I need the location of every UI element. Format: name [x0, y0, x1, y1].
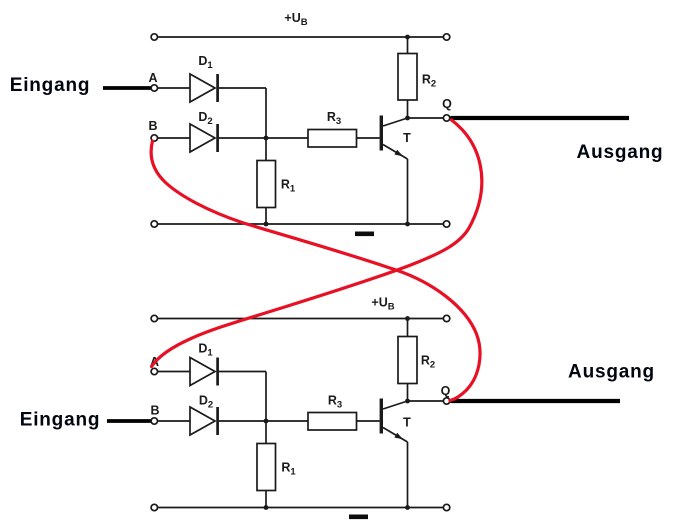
gate2-emitter-line: [382, 426, 408, 443]
gate1-ground-node-dot-emitter: [405, 221, 410, 227]
gate2-input-b-label: B: [150, 404, 159, 418]
gate2-transistor-base-bar: [379, 398, 383, 434]
gate1-transistor-label: T: [403, 131, 411, 145]
gate1-ground-rail-left-terminal: [150, 219, 159, 229]
gate2-resistor-r1: [256, 442, 277, 492]
gate1-diode-d2-triangle: [189, 122, 217, 154]
gate1-emitter-line: [382, 143, 408, 160]
gate1-ground-bar-icon: [355, 231, 374, 237]
gate1-input-a-terminal: [150, 83, 159, 93]
gate1-collector-line: [382, 117, 408, 127]
gate2-supply-rail-right-terminal: [442, 314, 451, 323]
gate2-ground-bar-icon: [349, 514, 368, 520]
gate2-supply-label: +UB: [371, 296, 394, 313]
gate2-transistor-label: T: [403, 416, 411, 430]
gate2-diode-d1-triangle: [189, 356, 217, 387]
gate2-input-a-terminal: [150, 367, 159, 376]
gate2-ground-node-dot-emitter: [405, 505, 410, 510]
gate2-ausgang-label: Ausgang: [568, 362, 655, 383]
gate1-d1-label: D1: [198, 54, 213, 71]
gate2-r2-label: R2: [421, 354, 435, 371]
gate2-collector-line: [382, 400, 408, 410]
gate1-output-q-label: Q: [442, 97, 452, 111]
feedback-wire-q1-to-a2: [149, 118, 484, 369]
gate2-ground-rail-left-terminal: [150, 503, 159, 512]
gate2-ground-rail-right-terminal: [442, 503, 451, 512]
gate2-d1-label: D1: [198, 342, 213, 359]
gate2-input-b-terminal: [150, 416, 159, 426]
gate1-transistor-base-bar: [379, 115, 383, 151]
gate2-r1-label: R1: [281, 461, 296, 478]
gate2-resistor-r3: [307, 411, 358, 431]
gate1-r3-label: R3: [327, 110, 341, 127]
gate1-resistor-r3: [307, 128, 358, 148]
gate1-supply-label: +UB: [284, 11, 307, 28]
gate1-emitter-arrow: [394, 149, 404, 157]
gate2-eingang-label: Eingang: [20, 410, 101, 431]
gate2-resistor-r2: [397, 335, 418, 385]
gate1-output-terminal: [442, 113, 451, 123]
gate1-supply-rail-right-terminal: [442, 32, 451, 42]
gate-1: +UB R2 Eingang A D1 B D2 R1 R3: [10, 11, 664, 237]
feedback-wires: [149, 118, 484, 403]
gate-2: +UB R2 A D1 Eingang B D2 R1 R3: [20, 296, 655, 520]
gate1-supply-rail-left-terminal: [150, 32, 159, 42]
gate1-ground-node-dot-r1: [263, 221, 269, 227]
gate2-supply-rail-left-terminal: [150, 314, 159, 323]
gate1-d2-label: D2: [198, 110, 212, 127]
gate2-r3-label: R3: [328, 394, 342, 411]
gate1-input-b-label: B: [148, 119, 157, 133]
gate2-output-q-label: Q: [441, 384, 451, 398]
gate1-supply-rail-node-dot: [405, 34, 410, 40]
gate2-diode-d2-triangle: [189, 405, 217, 437]
gate1-eingang-label: Eingang: [10, 75, 91, 96]
gate1-r2-label: R2: [422, 73, 436, 90]
gate1-input-a-label: A: [148, 71, 157, 85]
gate1-resistor-r1: [256, 159, 277, 209]
gate2-emitter-arrow: [394, 432, 404, 440]
feedback-wire-b1-to-q2: [149, 139, 482, 403]
gate1-r1-label: R1: [281, 178, 296, 195]
gate2-ground-node-dot-r1: [263, 505, 269, 510]
gate1-diode-d1-triangle: [189, 72, 217, 104]
gate1-resistor-r2: [397, 52, 418, 101]
gate1-ground-rail-right-terminal: [442, 219, 451, 229]
gate2-d2-label: D2: [199, 394, 213, 411]
gate1-ausgang-label: Ausgang: [577, 142, 664, 163]
gate2-supply-rail-node-dot: [405, 316, 410, 321]
